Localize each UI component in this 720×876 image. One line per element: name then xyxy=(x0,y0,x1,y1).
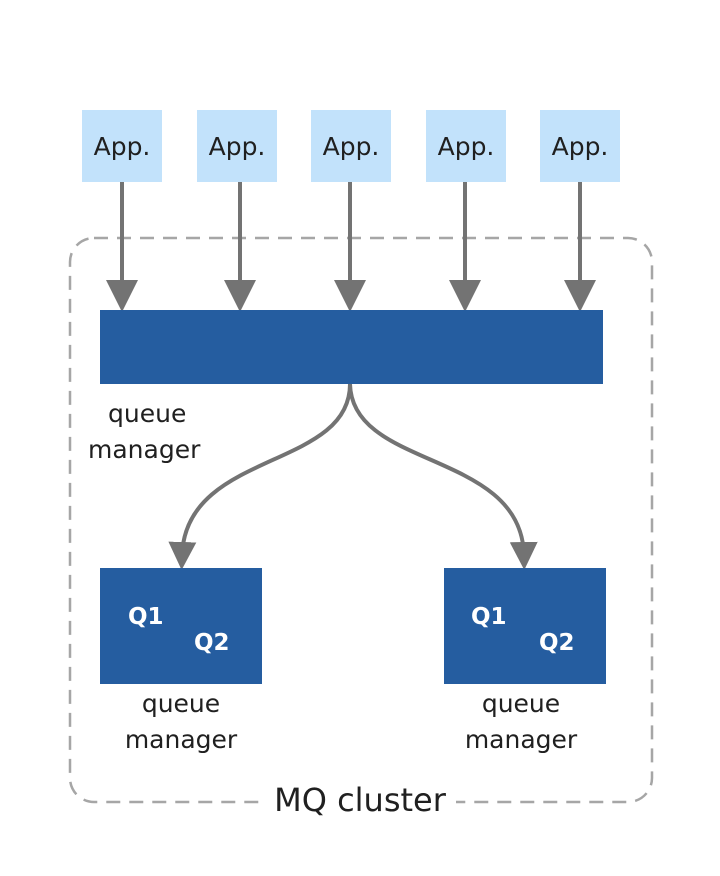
queue-manager-left: Q1 Q2 xyxy=(100,568,262,684)
queue-manager-right-caption-line1: queue xyxy=(481,689,561,718)
queue-manager-right: Q1 Q2 xyxy=(444,568,606,684)
queue-q1-right: Q1 xyxy=(471,604,507,630)
app-box-5: App. xyxy=(540,110,620,182)
app-box-1: App. xyxy=(82,110,162,182)
queue-manager-right-caption-line2: manager xyxy=(464,725,578,754)
queue-manager-left-caption-line1: queue xyxy=(141,689,221,718)
queue-q2-right: Q2 xyxy=(539,630,575,656)
app-box-2: App. xyxy=(197,110,277,182)
queue-manager-left-caption-line2: manager xyxy=(124,725,238,754)
gateway-caption-line2: manager xyxy=(88,435,201,464)
queue-q1-left: Q1 xyxy=(128,604,164,630)
app-box-3: App. xyxy=(311,110,391,182)
gateway-caption-line1: queue xyxy=(108,399,187,428)
route-arrow-right xyxy=(348,383,538,570)
route-arrow-left xyxy=(168,383,352,570)
queue-q2-left: Q2 xyxy=(194,630,230,656)
app-box-4: App. xyxy=(426,110,506,182)
gateway-queue-manager xyxy=(100,310,603,384)
